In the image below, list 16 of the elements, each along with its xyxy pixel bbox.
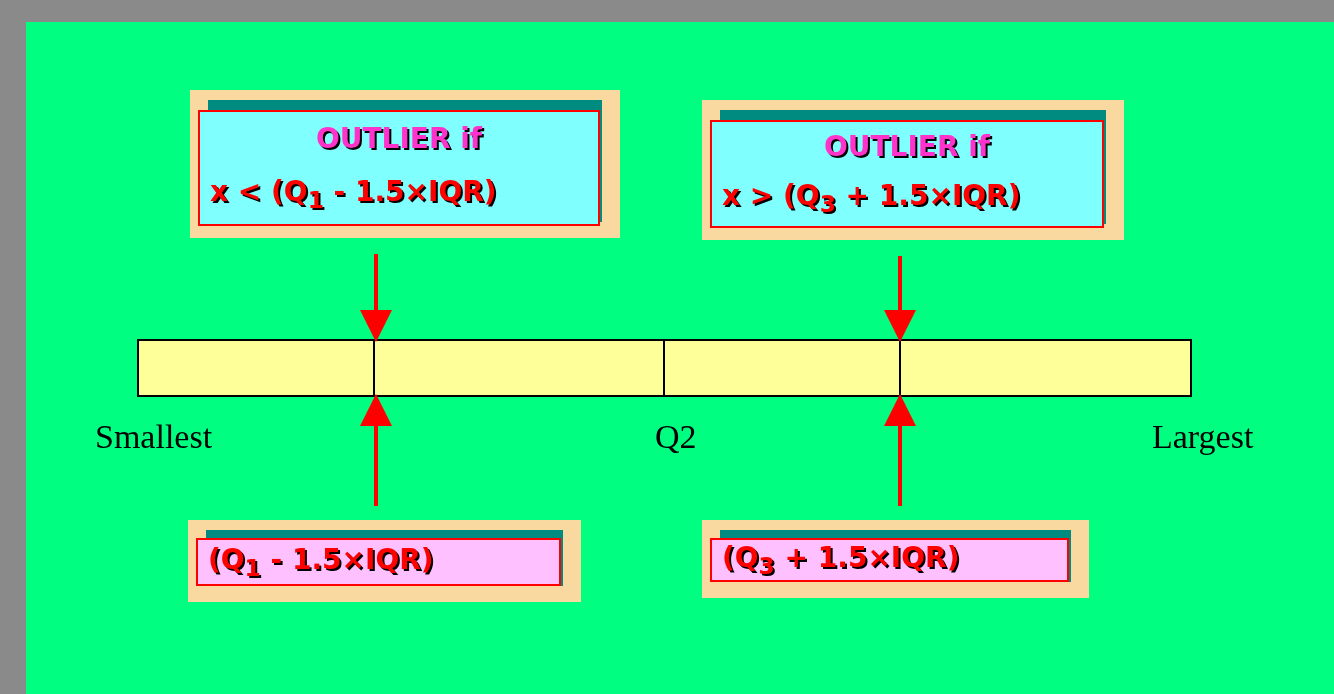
end-label: Largest (1152, 418, 1254, 456)
box-heading: OUTLIER if (823, 130, 991, 164)
arrow (884, 256, 916, 342)
formula-text: x < (Q$_{1}$ - 1.5×IQR) (210, 175, 498, 214)
arrow (360, 394, 392, 506)
fence-box (702, 520, 1089, 598)
median-label: Q2 (655, 418, 697, 456)
formula-text: (Q$_{3}$ + 1.5×IQR) (722, 540, 961, 580)
arrow (884, 394, 916, 506)
formula-text: x > (Q$_{3}$ + 1.5×IQR) (722, 179, 1022, 218)
fence-box (188, 520, 581, 602)
box-heading: OUTLIER if (315, 122, 483, 156)
arrow (360, 254, 392, 342)
quartile-bar (137, 339, 1192, 397)
end-label: Smallest (95, 418, 213, 456)
formula-text: (Q$_{1}$ - 1.5×IQR) (208, 542, 435, 582)
